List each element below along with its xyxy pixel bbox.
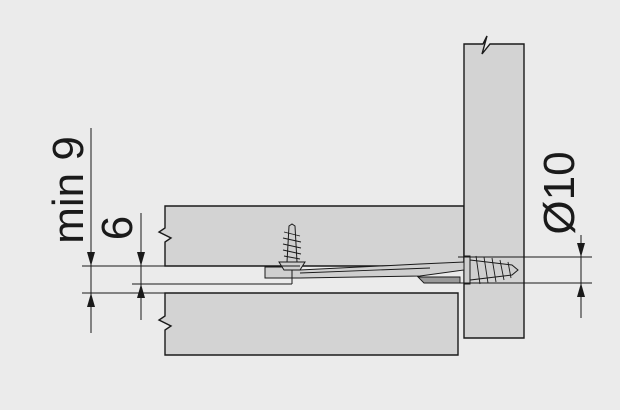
dim-label-6: 6: [93, 216, 142, 240]
dimension-6: 6: [93, 213, 292, 320]
dimension-min-9: min 9: [44, 128, 300, 333]
horizontal-screw: [463, 255, 519, 285]
lower-panel: [157, 292, 459, 356]
vertical-panel: [463, 35, 525, 339]
dim-label-min-9: min 9: [44, 136, 93, 244]
dimension-diameter-10: Ø10: [458, 151, 592, 318]
vertical-screw: [278, 223, 306, 284]
dim-label-diameter-10: Ø10: [535, 151, 584, 234]
upper-panel: [157, 205, 465, 267]
